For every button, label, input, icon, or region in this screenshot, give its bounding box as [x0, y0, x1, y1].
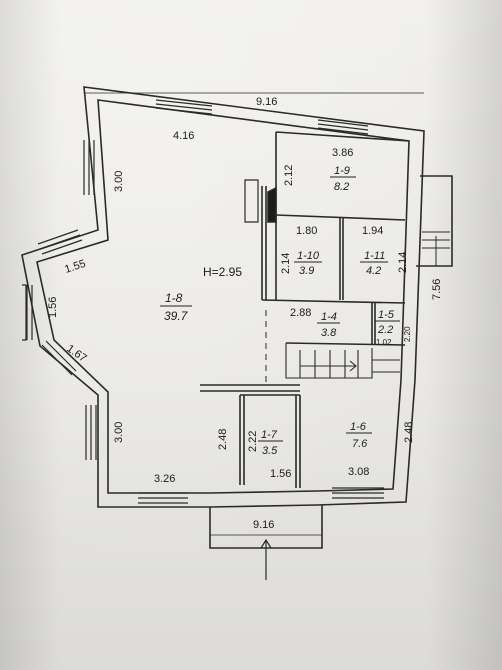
dim-308: 3.08 — [348, 466, 369, 478]
room-1-10-id: 1-10 — [297, 250, 320, 262]
dim-326: 3.26 — [154, 473, 175, 485]
dim-156: 1.56 — [47, 297, 59, 318]
ceiling-height-label: H=2.95 — [203, 265, 242, 279]
outer-wall — [21, 86, 425, 508]
entrance-arrow — [260, 538, 272, 580]
dim-overall-top: 9.16 — [256, 96, 277, 108]
dim-155: 1.55 — [63, 258, 87, 276]
room-1-11-area: 4.2 — [366, 265, 381, 277]
dim-212: 2.12 — [283, 165, 295, 186]
fireplace-mark — [267, 186, 277, 223]
dim-102: 1.02 — [376, 338, 392, 347]
room-1-4-area: 3.8 — [321, 327, 337, 339]
dim-214b: 2.14 — [397, 252, 409, 273]
room-1-4-id: 1-4 — [321, 311, 337, 323]
windows — [22, 99, 384, 504]
wall-1-4-1-5 — [371, 303, 376, 345]
dim-288: 2.88 — [290, 307, 311, 319]
wall-row2-bottom — [261, 299, 406, 304]
room-1-7-id: 1-7 — [261, 429, 278, 441]
room-1-8-id: 1-8 — [165, 291, 183, 305]
room-1-11-id: 1-11 — [364, 250, 385, 262]
staircase — [285, 343, 400, 379]
right-porch — [416, 175, 453, 267]
wall-left-of-1-10 — [261, 186, 267, 300]
dim-300a: 3.00 — [113, 171, 125, 192]
dim-180: 1.80 — [296, 225, 317, 237]
room-1-6-area: 7.6 — [352, 438, 368, 450]
dim-156b: 1.56 — [270, 468, 291, 480]
room-labels: 1-8 39.7 1-9 8.2 1-10 3.9 1-11 4.2 1-4 3… — [160, 165, 400, 457]
room-1-10-area: 3.9 — [299, 265, 314, 277]
dim-220: 2.20 — [403, 326, 412, 342]
room-1-6-id: 1-6 — [350, 421, 367, 433]
dim-416: 4.16 — [173, 130, 194, 142]
room-1-9-area: 8.2 — [334, 181, 349, 193]
room-1-5-id: 1-5 — [378, 309, 395, 321]
room-1-8-area: 39.7 — [164, 309, 189, 323]
right-porch-steps — [422, 231, 450, 266]
dim-222: 2.22 — [247, 431, 259, 452]
dim-248b: 2.48 — [403, 422, 415, 443]
room-1-5-area: 2.2 — [377, 324, 393, 336]
dim-300b: 3.00 — [113, 422, 125, 443]
dim-756: 7.56 — [431, 279, 443, 300]
room-1-9-id: 1-9 — [334, 165, 350, 177]
wall-horizontal-mid — [200, 384, 300, 392]
dim-248a: 2.48 — [217, 429, 229, 450]
wall-row3-bottom — [285, 342, 406, 346]
dim-214a: 2.14 — [280, 253, 292, 274]
room-1-7-area: 3.5 — [262, 445, 278, 457]
door-marker — [244, 179, 259, 223]
wall-1-9-bottom — [275, 214, 406, 221]
wall-1-7 — [239, 395, 301, 488]
dim-386: 3.86 — [332, 147, 353, 159]
dim-194: 1.94 — [362, 225, 383, 237]
dim-overall-bottom: 9.16 — [253, 519, 274, 531]
wall-1-10-1-11 — [339, 218, 344, 300]
